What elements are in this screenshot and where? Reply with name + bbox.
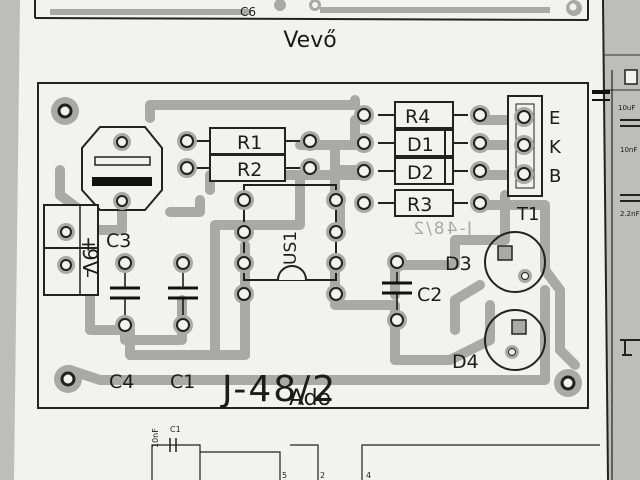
r2-label: R2 <box>237 159 262 181</box>
r1-label: R1 <box>237 132 262 154</box>
schem-pin4: 4 <box>366 471 371 480</box>
t1-pin-k: K <box>549 137 562 158</box>
solder-pad-hole <box>329 256 343 270</box>
d2-label: D2 <box>407 162 434 184</box>
transmitter-board-outline <box>37 82 589 409</box>
schem-c1-val: 10nF <box>151 428 160 448</box>
side-schematic: 10uF 10nF 2.2nF <box>592 69 640 480</box>
solder-pad-hole <box>329 287 343 301</box>
solder-pad-hole <box>517 167 531 181</box>
schem-22nf: 2.2nF <box>620 210 640 218</box>
battery-connector: + – 9V <box>43 204 102 296</box>
solder-pad-hole <box>357 136 371 150</box>
solder-pad-hole <box>473 136 487 150</box>
transmitter-title: Adó <box>288 386 332 411</box>
solder-pad-hole <box>357 108 371 122</box>
solder-pad-hole <box>176 318 190 332</box>
solder-pad-hole <box>329 193 343 207</box>
board-code: J-48/2 <box>220 369 337 410</box>
minus-label: – <box>77 268 101 278</box>
mounting-holes <box>51 97 582 397</box>
solder-pad-hole <box>357 196 371 210</box>
solder-pad-hole <box>237 193 251 207</box>
leds-d3-d4: D3 D4 <box>445 231 546 373</box>
schem-10nf: 10nF <box>620 146 637 154</box>
solder-pad-hole <box>118 256 132 270</box>
solder-pad-hole <box>390 255 404 269</box>
solder-pad-hole <box>237 256 251 270</box>
r3-label: R3 <box>407 194 432 216</box>
solder-pad-hole <box>118 318 132 332</box>
t1-label: T1 <box>516 204 539 225</box>
solder-pad-hole <box>329 225 343 239</box>
t1-pin-e: E <box>549 108 560 129</box>
c3-label: C3 <box>106 230 131 252</box>
t1-pin-b: B <box>549 166 561 187</box>
solder-pad-hole <box>517 138 531 152</box>
c1-label: C1 <box>170 371 195 393</box>
solder-pad-hole <box>517 110 531 124</box>
solder-pad-hole <box>303 134 317 148</box>
solder-pad-hole <box>473 164 487 178</box>
schem-10uf: 10uF <box>618 104 635 112</box>
solder-pad-hole <box>180 161 194 175</box>
c3-capacitor-footprint <box>81 126 163 211</box>
solder-pad-hole <box>357 164 371 178</box>
c2-label: C2 <box>417 284 442 306</box>
d4-label: D4 <box>452 351 479 373</box>
schem-pin5: 5 <box>282 471 287 480</box>
receiver-board-partial: C6 <box>34 0 589 21</box>
solder-pad-hole <box>237 225 251 239</box>
schem-c1: C1 <box>170 425 181 434</box>
solder-pad-hole <box>473 196 487 210</box>
resistors-r1-r2: R1 R2 <box>195 127 300 182</box>
solder-pad-hole <box>473 108 487 122</box>
board-code-mirrored: J-48/2 <box>411 219 473 239</box>
schem-pin2: 2 <box>320 471 325 480</box>
c6-label: C6 <box>240 5 256 19</box>
r4-label: R4 <box>405 106 430 128</box>
solder-pad-hole <box>176 256 190 270</box>
c4-label: C4 <box>109 371 134 393</box>
supply-label: 9V <box>78 248 102 275</box>
receiver-title: Vevő <box>283 28 337 53</box>
d1-label: D1 <box>407 134 434 156</box>
solder-pads <box>115 105 534 335</box>
plus-label: + <box>77 236 101 253</box>
us1-label: US1 <box>281 231 301 265</box>
solder-pad-hole <box>390 313 404 327</box>
resistor-diode-stack: R4 D1 D2 R3 <box>378 101 468 217</box>
d3-label: D3 <box>445 253 472 275</box>
solder-pad-hole <box>237 287 251 301</box>
solder-pad-hole <box>180 134 194 148</box>
schematic-fragment: C1 10nF 5 2 4 <box>151 425 600 480</box>
solder-pad-hole <box>303 161 317 175</box>
